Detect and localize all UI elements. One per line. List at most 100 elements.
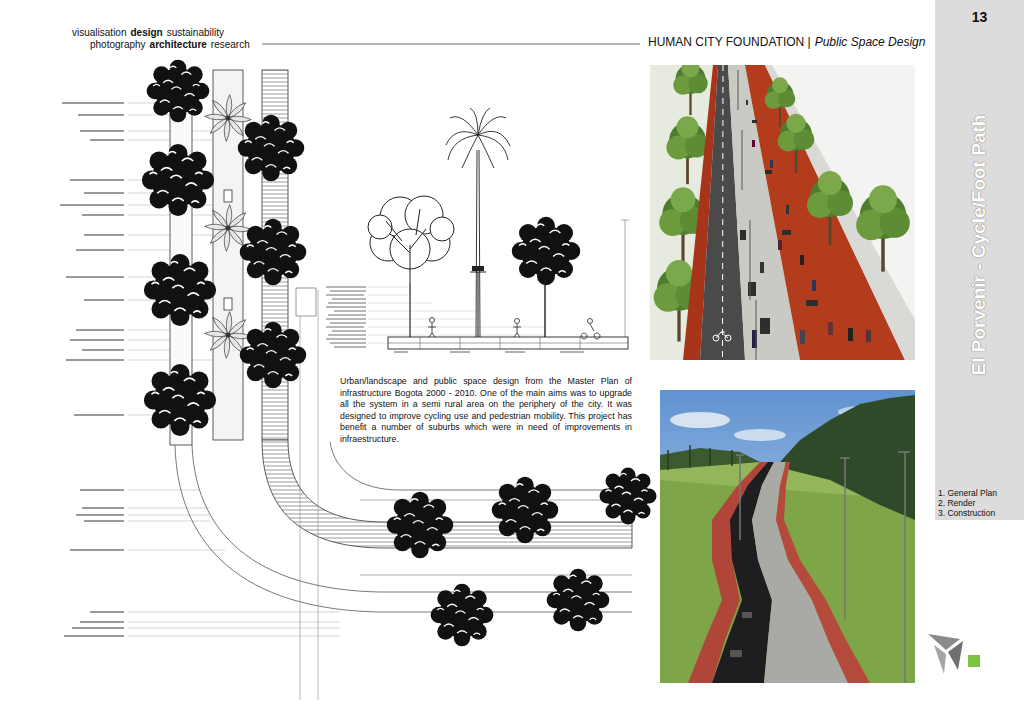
tagline-word: design — [130, 27, 162, 39]
drawing-use — [368, 196, 454, 283]
drawing-circle — [588, 319, 593, 324]
drawing-g — [740, 120, 818, 334]
drawing-path — [716, 332, 728, 338]
drawing-use — [240, 219, 307, 286]
drawing-rect — [760, 318, 770, 334]
drawing-path — [470, 272, 486, 337]
drawing-rect — [752, 140, 755, 147]
drawing-path — [428, 323, 436, 337]
drawing-use — [778, 114, 815, 173]
drawing-use — [205, 95, 252, 142]
drawing-line — [722, 65, 724, 360]
list-item: 1. General Plan — [938, 488, 997, 498]
page-number: 13 — [935, 0, 1024, 25]
drawing-polygon — [765, 65, 915, 360]
drawing-use — [238, 115, 305, 182]
drawing-rect — [770, 160, 773, 168]
drawing-path — [513, 324, 521, 337]
drawing-rect — [800, 255, 804, 265]
drawing-rect — [968, 655, 980, 667]
drawing-circle — [515, 319, 520, 324]
drawing-rect — [224, 190, 232, 202]
drawing-use — [431, 584, 494, 647]
drawing-path — [740, 452, 905, 683]
tagline-word: visualisation — [72, 27, 126, 39]
drawing-path — [368, 287, 545, 343]
header-text: Public Space Design — [815, 35, 926, 49]
drawing-use — [144, 364, 216, 436]
drawing-rect — [866, 330, 871, 342]
tagline-row: photographyarchitectureresearch — [90, 39, 254, 51]
drawing-rect — [848, 328, 853, 341]
list-item: 2. Render — [938, 498, 997, 508]
drawing-rect — [778, 240, 782, 250]
drawing-rect — [730, 650, 742, 657]
description-text: Urban/landscape and public space design … — [340, 376, 632, 446]
drawing-path — [446, 108, 510, 168]
drawing-rect — [296, 288, 316, 316]
tagline-row: visualisation design sustainability — [72, 27, 228, 39]
drawing-path — [736, 452, 910, 458]
drawing-rect — [786, 205, 789, 214]
drawing-rect — [800, 330, 805, 344]
drawing-polygon — [934, 645, 946, 674]
drawing-use — [387, 492, 454, 559]
drawing-path — [621, 220, 629, 337]
render-image — [650, 65, 915, 360]
drawing-line — [544, 280, 545, 337]
foundation-logo — [928, 634, 980, 674]
drawing-line — [409, 283, 410, 337]
drawing-rect — [224, 298, 232, 310]
drawing-ellipse — [670, 412, 730, 428]
drawing-path — [326, 287, 366, 347]
drawing-rect — [746, 100, 748, 105]
drawing-rect — [782, 230, 791, 235]
drawing-g — [713, 332, 731, 341]
drawing-polygon — [948, 641, 963, 670]
drawing-rect — [388, 337, 628, 349]
tagline-word: sustainability — [167, 27, 224, 39]
drawing-use — [856, 185, 910, 271]
drawing-rect — [472, 266, 484, 271]
drawing-use — [142, 144, 214, 216]
general-plan — [60, 60, 657, 700]
drawing-rect — [812, 280, 816, 291]
drawing-use — [240, 322, 307, 389]
drawing-ellipse — [734, 429, 786, 441]
header-rule — [262, 44, 640, 45]
drawing-rect — [740, 230, 746, 240]
title-band: 13 El Porvenir - Cycle/Foot Path — [935, 0, 1024, 520]
drawing-use — [512, 217, 580, 285]
tagline-word: research — [211, 39, 250, 51]
construction-photo — [660, 390, 915, 683]
drawing-rect — [806, 300, 818, 306]
drawing-g — [428, 318, 600, 339]
drawing-path — [330, 442, 632, 490]
drawing-use — [600, 468, 657, 525]
drawing-rect — [752, 120, 757, 123]
drawing-rect — [742, 612, 752, 618]
drawing-use — [147, 60, 210, 123]
drawing-polygon — [776, 462, 870, 683]
vertical-title: El Porvenir - Cycle/Foot Path — [969, 115, 991, 376]
section-elevation — [326, 108, 629, 352]
drawing-use — [492, 477, 559, 544]
header-title: HUMAN CITY FOUNDATION | Public Space Desi… — [648, 35, 929, 49]
drawing-use — [547, 569, 610, 632]
drawing-path — [581, 324, 600, 339]
tagline-word: architecture — [150, 39, 207, 51]
drawing-use — [673, 65, 708, 115]
header-text: HUMAN CITY FOUNDATION | — [648, 35, 811, 49]
list-item: 3. Construction — [938, 508, 997, 518]
drawing-use — [144, 254, 216, 326]
drawing-path — [738, 70, 756, 360]
drawing-path — [192, 445, 632, 592]
drawing-path — [394, 351, 584, 352]
image-list: 1. General Plan2. Render3. Construction — [938, 488, 997, 518]
drawing-path — [668, 445, 732, 470]
drawing-path — [388, 337, 628, 349]
drawing-rect — [748, 282, 756, 296]
drawing-rect — [760, 262, 764, 273]
drawing-path — [60, 103, 124, 636]
